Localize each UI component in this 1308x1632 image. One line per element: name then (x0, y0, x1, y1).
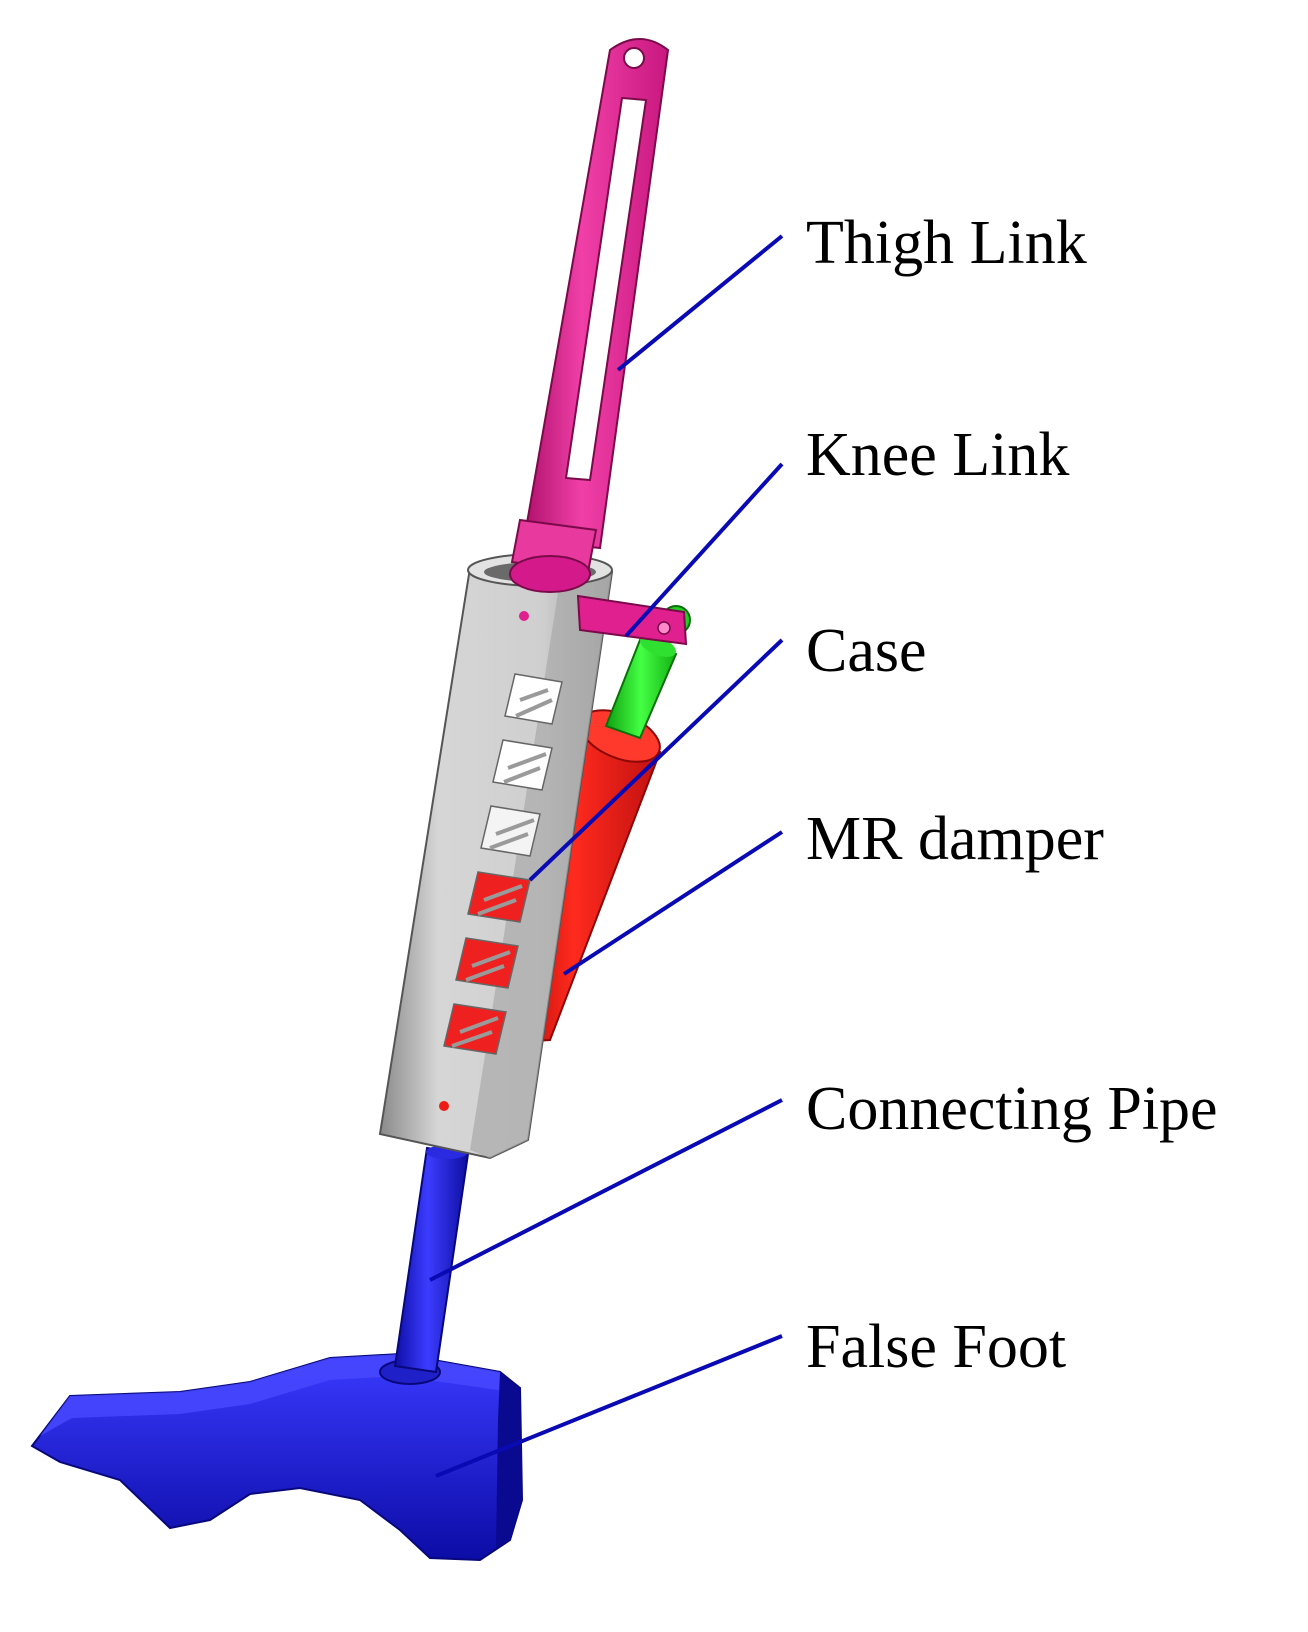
leader-line-mr-damper (562, 830, 784, 976)
connecting-pipe (393, 1145, 470, 1374)
leader-line-connecting-pipe (429, 1098, 783, 1282)
leader-line-case (528, 638, 784, 882)
knee-link (576, 594, 688, 646)
false-foot (30, 1352, 524, 1562)
label-case: Case (806, 617, 927, 685)
leader-line-thigh-link (616, 234, 784, 372)
leader-line-knee-link (624, 462, 784, 638)
leader-line-false-foot (435, 1334, 783, 1478)
label-false-foot: False Foot (806, 1313, 1067, 1381)
thigh-link (509, 38, 670, 593)
label-thigh-link: Thigh Link (806, 209, 1087, 277)
leader-lines (429, 234, 784, 1478)
label-mr-damper: MR damper (806, 805, 1104, 873)
label-connecting-pipe: Connecting Pipe (806, 1075, 1218, 1143)
label-knee-link: Knee Link (806, 421, 1070, 489)
